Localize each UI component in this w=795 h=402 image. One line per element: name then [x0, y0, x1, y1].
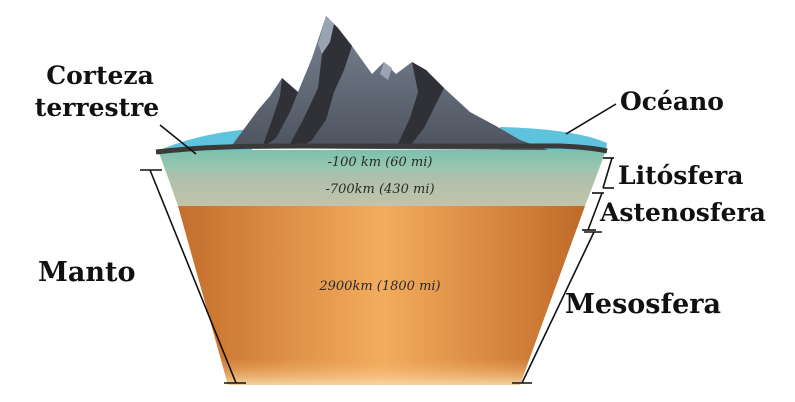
mantle-label: Manto: [38, 257, 136, 288]
asthenosphere-depth: -700km (430 mi): [325, 182, 434, 197]
mesosphere-depth: 2900km (1800 mi): [318, 279, 440, 294]
crust-label-line2: terrestre: [35, 93, 159, 122]
asthenosphere-label: Astenosfera: [599, 198, 766, 227]
lithosphere-depth: -100 km (60 mi): [328, 155, 433, 170]
ocean-leader-line: [565, 103, 617, 135]
crust-leader-line: [159, 124, 197, 155]
crust-label-line1: Corteza: [46, 61, 154, 90]
mountain-snow: [318, 16, 392, 80]
mountain-shadow: [262, 16, 444, 148]
mesosphere-bottom-glow: [178, 206, 585, 385]
lithosphere-bracket: [602, 157, 614, 189]
ocean-label: Océano: [620, 87, 724, 116]
mesosphere-bracket: [512, 231, 602, 384]
mesosphere-label: Mesosfera: [565, 289, 721, 320]
lithosphere-layer: [158, 150, 606, 172]
mantle-bracket: [140, 169, 246, 384]
asthenosphere-bracket: [582, 192, 604, 231]
asthenosphere-layer: [166, 172, 598, 206]
lithosphere-label: Litósfera: [618, 161, 743, 190]
